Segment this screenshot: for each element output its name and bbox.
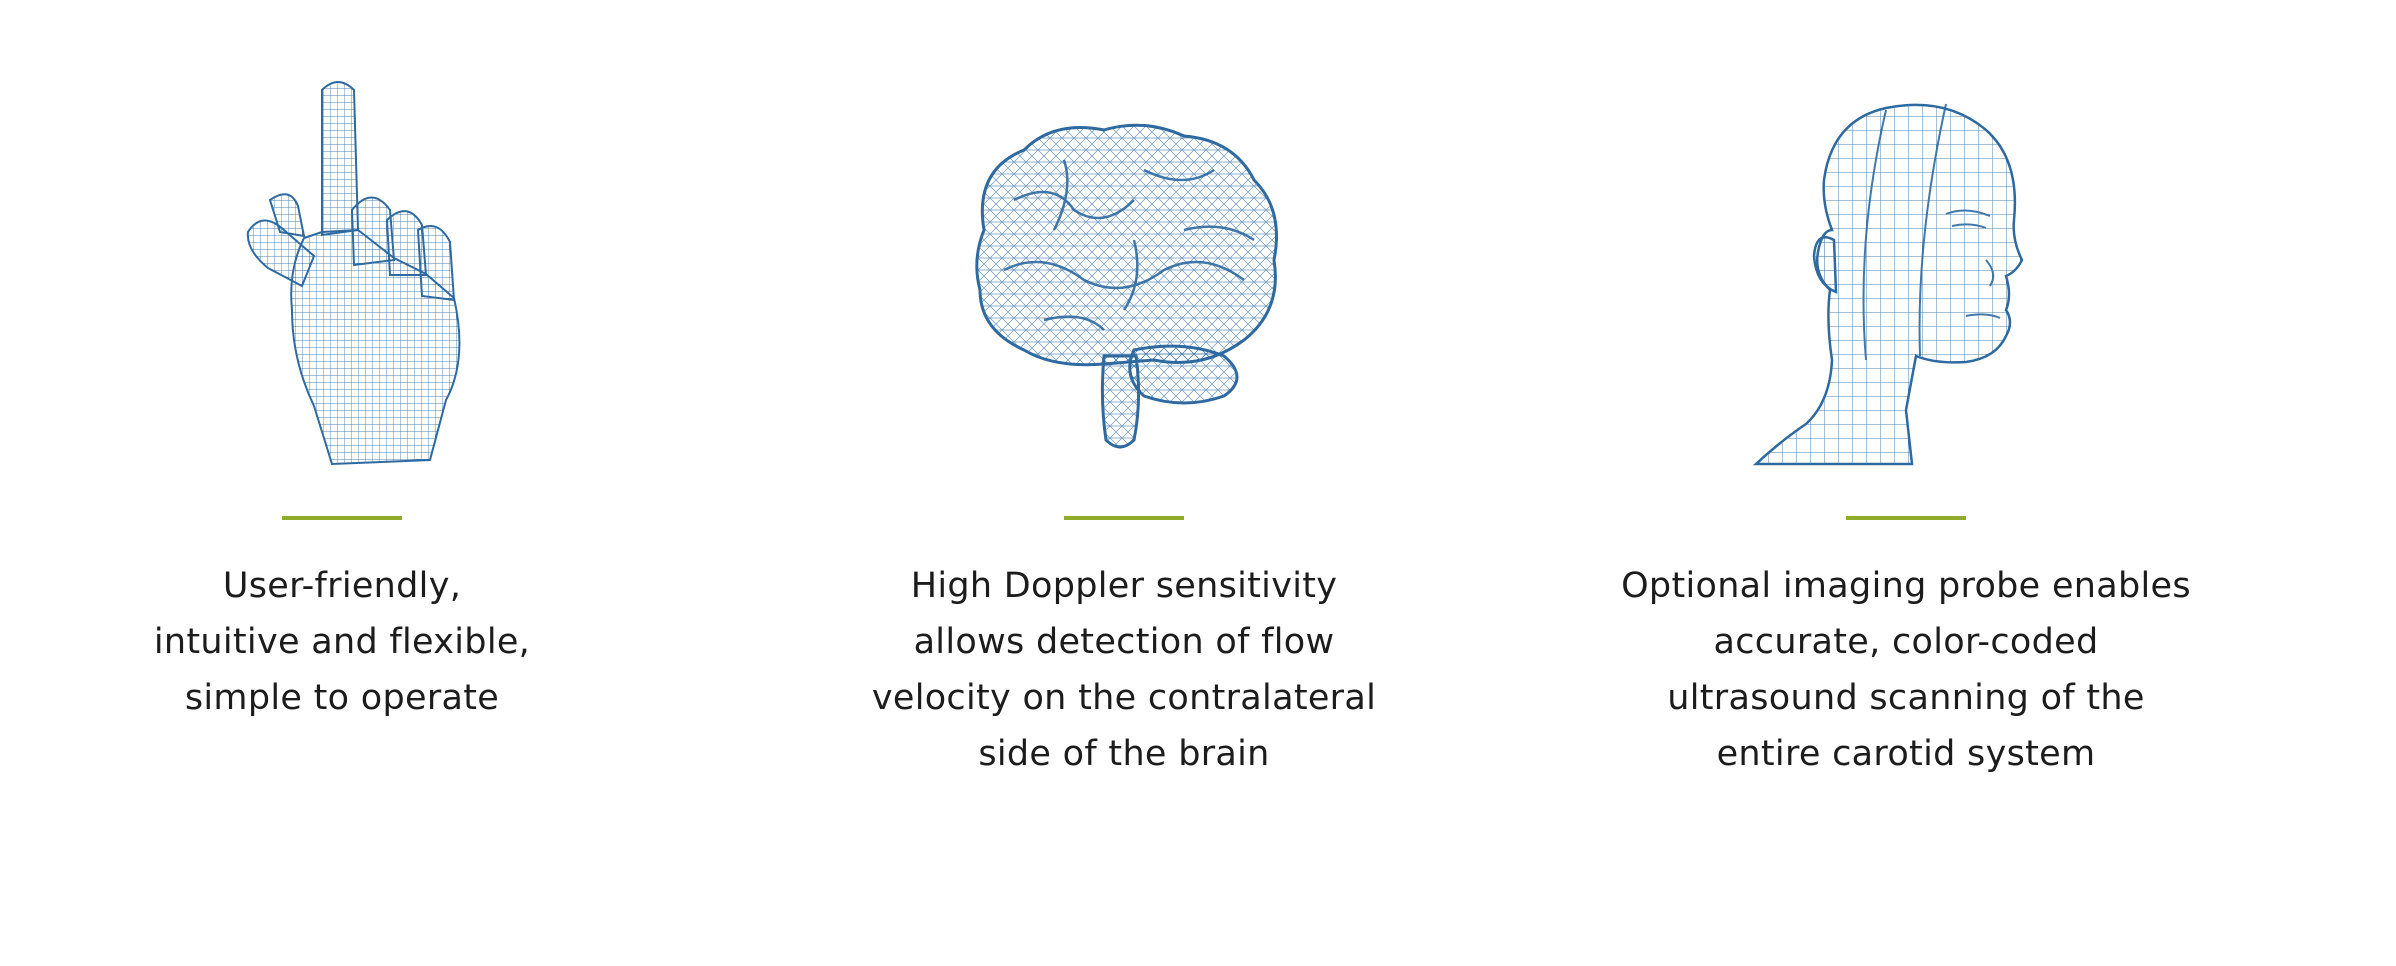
accent-divider: [1064, 516, 1184, 520]
caption-line: simple to operate: [184, 678, 500, 718]
accent-divider: [1846, 516, 1966, 520]
caption-line: User-friendly,: [222, 566, 462, 606]
caption-line: intuitive and flexible,: [153, 622, 531, 662]
caption-line: entire carotid system: [1716, 734, 2096, 774]
feature-caption: Optional imaging probe enables accurate,…: [1586, 558, 2226, 782]
feature-caption: High Doppler sensitivity allows detectio…: [804, 558, 1444, 782]
caption-line: velocity on the contralateral: [871, 678, 1377, 718]
caption-line: Optional imaging probe enables: [1621, 566, 2191, 606]
feature-card-usability: User-friendly, intuitive and flexible, s…: [22, 0, 662, 966]
brain-icon: [804, 60, 1444, 480]
head-icon: [1586, 60, 2226, 480]
caption-line: side of the brain: [978, 734, 1270, 774]
caption-line: accurate, color-coded: [1713, 622, 2099, 662]
accent-divider: [282, 516, 402, 520]
feature-caption: User-friendly, intuitive and flexible, s…: [22, 558, 662, 726]
hand-pointing-up-icon: [22, 60, 662, 480]
caption-line: ultrasound scanning of the: [1667, 678, 2145, 718]
feature-card-doppler: High Doppler sensitivity allows detectio…: [804, 0, 1444, 966]
caption-line: High Doppler sensitivity: [910, 566, 1338, 606]
caption-line: allows detection of flow: [913, 622, 1335, 662]
feature-card-imaging: Optional imaging probe enables accurate,…: [1586, 0, 2226, 966]
